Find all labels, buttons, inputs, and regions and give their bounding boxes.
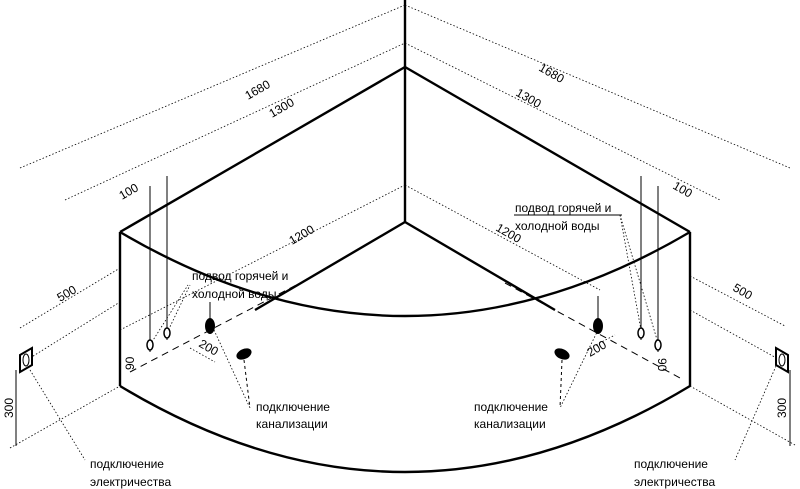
fixtures xyxy=(19,318,789,374)
drain-icon xyxy=(554,348,570,360)
dim-300-right-ext xyxy=(689,385,796,446)
label-electric-right-line1: подключение xyxy=(634,457,708,471)
dim-1680-right-line xyxy=(404,4,791,169)
label-drain-left-line1: подключение xyxy=(256,400,330,414)
leader-drain-right-1 xyxy=(559,359,563,409)
pipe-icon xyxy=(637,327,645,339)
base-front-curve xyxy=(119,384,691,474)
leader-electric-left xyxy=(29,369,86,461)
label-water-right-line1: подвод горячей и xyxy=(515,201,611,215)
label-electric-left-line1: подключение xyxy=(90,457,164,471)
dim-90-left: 90 xyxy=(123,356,137,370)
dim-200-left: 200 xyxy=(197,336,222,358)
dim-1300-right-line xyxy=(404,42,721,201)
pipe-icon xyxy=(146,339,154,351)
dim-100-right: 100 xyxy=(671,178,696,200)
leader-water-right-2 xyxy=(619,214,659,344)
dim-300-right: 300 xyxy=(775,398,789,418)
outlet-icon xyxy=(775,346,789,374)
drain-icon xyxy=(593,318,603,334)
leader-drain-left-1 xyxy=(243,359,251,409)
dim-300-left-ext xyxy=(9,385,121,449)
tub-outline xyxy=(118,0,692,474)
label-electric-right-line2: электричества xyxy=(634,475,715,489)
dim-200-left-line xyxy=(189,347,216,363)
leader-drain-left-2 xyxy=(213,329,251,409)
floor-dash-right xyxy=(504,282,681,379)
label-drain-right-line2: канализации xyxy=(474,417,546,431)
dim-90-right: 90 xyxy=(655,358,669,372)
leader-water-left-1 xyxy=(149,284,189,346)
rim-front-curve xyxy=(119,230,691,318)
dim-500-left: 500 xyxy=(55,282,80,304)
label-electric-left-line2: электричества xyxy=(90,475,171,489)
callout-labels: подвод горячей и холодной воды подвод го… xyxy=(90,201,715,489)
dim-500-right-line xyxy=(689,275,786,327)
dim-100-left: 100 xyxy=(117,180,142,202)
pipe-icon xyxy=(163,327,171,339)
pipe-icon xyxy=(654,339,662,351)
floor-dash-left xyxy=(129,282,301,373)
drain-icon xyxy=(236,348,252,360)
inner-right-edge xyxy=(404,220,556,312)
label-drain-right-line1: подключение xyxy=(474,400,548,414)
dim-1300-left: 1300 xyxy=(267,95,297,121)
label-water-left-line1: подвод горячей и xyxy=(192,269,288,283)
leader-electric-right xyxy=(734,365,777,461)
dim-1300-right: 1300 xyxy=(514,85,544,111)
dim-300-left: 300 xyxy=(2,398,16,418)
outlet-icon xyxy=(19,346,33,374)
label-drain-left-line2: канализации xyxy=(256,417,328,431)
leader-water-left-2 xyxy=(166,284,191,334)
drain-icon xyxy=(205,318,215,334)
label-water-left-line2: холодной воды xyxy=(192,287,276,301)
dimension-lines xyxy=(9,4,796,449)
dim-500-left-ext xyxy=(29,301,121,359)
leader-water-right-1 xyxy=(619,214,642,331)
dim-1680-left: 1680 xyxy=(243,77,273,103)
label-water-right-line2: холодной воды xyxy=(515,219,599,233)
leader-lines xyxy=(29,214,777,461)
inner-left-edge xyxy=(254,220,406,312)
dim-1200-left: 1200 xyxy=(287,222,317,248)
dim-200-right: 200 xyxy=(585,337,610,359)
dim-1300-left-line xyxy=(64,42,406,201)
dim-1680-left-line xyxy=(19,4,406,169)
dim-200-right-line xyxy=(589,334,616,349)
leader-drain-right-2 xyxy=(559,329,599,409)
dim-1680-right: 1680 xyxy=(537,60,567,86)
rim-back-right xyxy=(404,65,691,234)
dim-500-right-ext xyxy=(689,309,781,361)
